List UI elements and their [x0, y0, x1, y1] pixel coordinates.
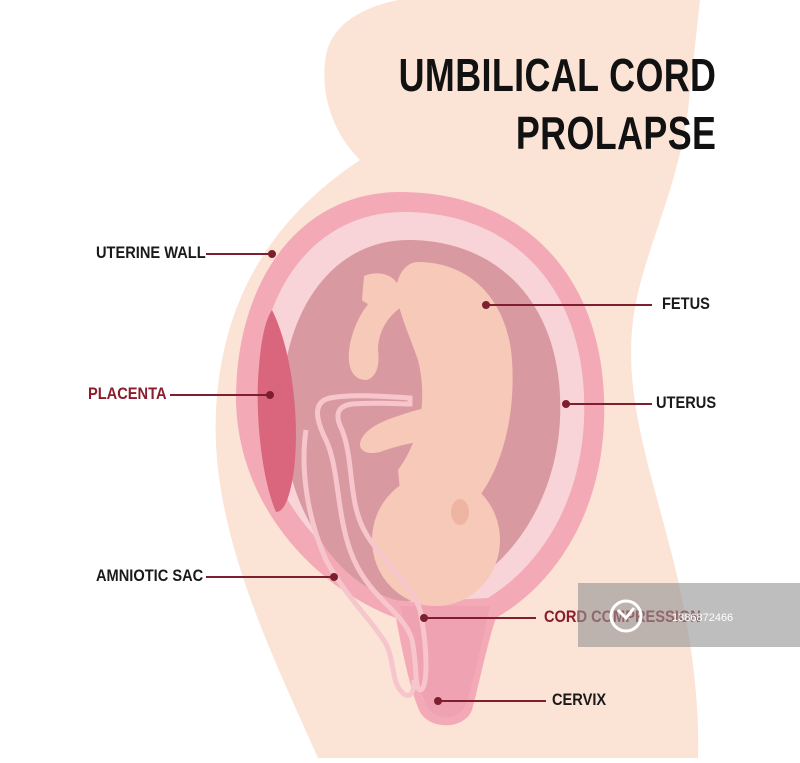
- label-cervix: CERVIX: [552, 690, 607, 709]
- label-amniotic-sac: AMNIOTIC SAC: [96, 566, 204, 585]
- title-line-1: UMBILICAL CORD: [398, 49, 716, 101]
- watermark-id: 1386872466: [672, 612, 734, 624]
- leader-uterus-dot: [562, 400, 570, 408]
- diagram-title: UMBILICAL CORD PROLAPSE: [398, 46, 716, 162]
- fetus-ear: [451, 499, 469, 525]
- placenta-shape: [257, 310, 296, 512]
- title-line-2: PROLAPSE: [515, 107, 716, 159]
- leader-fetus-dot: [482, 301, 490, 309]
- umbilical-cord: [315, 393, 429, 693]
- leader-placenta-dot: [266, 391, 274, 399]
- watermark-band: [578, 583, 800, 647]
- fetus-foot: [362, 273, 400, 305]
- watermark-logo-icon: [609, 599, 643, 633]
- fetus-leg: [348, 282, 400, 380]
- label-uterine-wall: UTERINE WALL: [96, 243, 206, 262]
- fetus-head: [372, 474, 500, 606]
- leader-cord-compression-dot: [420, 614, 428, 622]
- label-placenta: PLACENTA: [88, 384, 167, 403]
- leader-amniotic-sac-dot: [330, 573, 338, 581]
- leader-uterine-wall-dot: [268, 250, 276, 258]
- umbilical-cord-loop: [301, 429, 417, 698]
- fetus-body: [396, 262, 513, 531]
- label-fetus: FETUS: [662, 294, 710, 313]
- label-uterus: UTERUS: [656, 393, 717, 412]
- fetus-arm: [360, 406, 485, 466]
- leader-cervix-dot: [434, 697, 442, 705]
